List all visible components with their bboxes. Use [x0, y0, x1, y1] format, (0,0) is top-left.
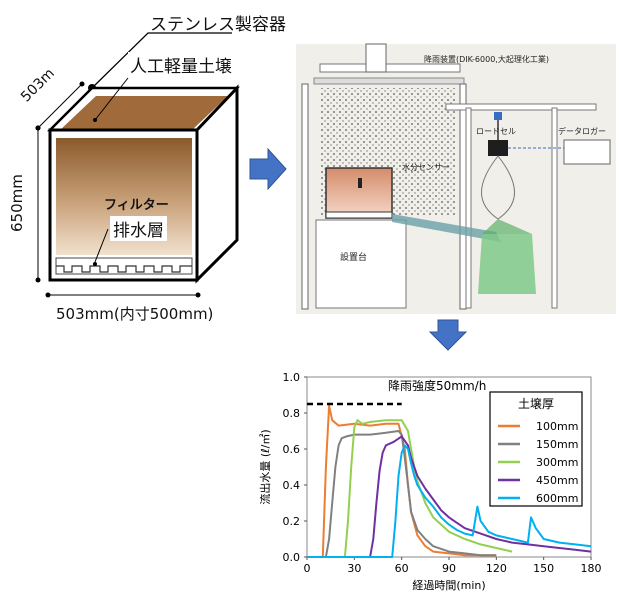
y-axis-label: 流出水量 (ℓ/㎡): [258, 429, 272, 504]
rain-device-label: 降雨装置(DIK-6000,大起理化工業): [424, 55, 549, 64]
x-axis-label: 経過時間(min): [412, 579, 485, 592]
x-tick-label: 180: [581, 562, 602, 575]
legend-box: [489, 391, 583, 507]
stand-label: 設置台: [340, 253, 368, 263]
series-line-150mm: [307, 430, 497, 558]
x-tick-label: 30: [347, 562, 361, 575]
y-tick-label: 1.0: [283, 371, 301, 384]
width-dimension-label: 503mm(内寸500mm): [56, 305, 214, 323]
rain-intensity-annotation: 降雨強度50mm/h: [388, 378, 486, 393]
drain-label: 排水層: [110, 216, 167, 241]
y-tick-label: 0.4: [283, 479, 301, 492]
x-tick-label: 0: [304, 562, 311, 575]
y-tick-label: 0.0: [283, 551, 301, 564]
legend-label-450mm: 450mm: [536, 474, 578, 487]
down-arrow-icon: [428, 319, 468, 351]
legend-label-100mm: 100mm: [536, 420, 578, 433]
y-tick-label: 0.8: [283, 407, 301, 420]
y-tick-label: 0.2: [283, 515, 301, 528]
series-line-300mm: [307, 419, 513, 558]
apparatus-photo: 降雨装置(DIK-6000,大起理化工業) ロードセル データロガー 水分センサ…: [296, 43, 616, 314]
x-tick-label: 120: [486, 562, 507, 575]
legend-label-150mm: 150mm: [536, 438, 578, 451]
x-tick-label: 60: [395, 562, 409, 575]
series-line-450mm: [307, 435, 592, 558]
legend-title: 土壌厚: [518, 397, 554, 411]
y-tick-label: 0.6: [283, 443, 301, 456]
right-arrow-icon: [249, 147, 287, 191]
x-tick-label: 150: [533, 562, 554, 575]
data-logger-label: データロガー: [558, 127, 606, 136]
legend-label-600mm: 600mm: [536, 492, 578, 505]
container-title: ステンレス製容器: [150, 15, 286, 35]
x-tick-label: 90: [442, 562, 456, 575]
load-cell-label: ロードセル: [476, 127, 516, 136]
legend-label-300mm: 300mm: [536, 456, 578, 469]
soil-label: 人工軽量土壌: [128, 52, 234, 77]
filter-label: フィルター: [104, 198, 169, 213]
moisture-sensor-label: 水分センサー: [402, 163, 450, 172]
series-line-600mm: [307, 444, 592, 558]
